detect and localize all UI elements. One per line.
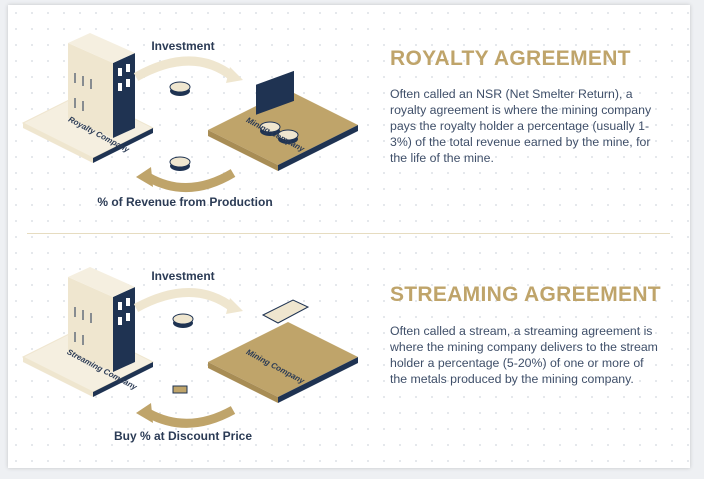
streaming-title: STREAMING AGREEMENT — [390, 283, 661, 306]
royalty-title: ROYALTY AGREEMENT — [390, 47, 631, 70]
infographic-card: Investment Royalty Company Mining Compan… — [8, 5, 690, 468]
discount-label: Buy % at Discount Price — [113, 429, 253, 443]
royalty-description: Often called an NSR (Net Smelter Return)… — [390, 87, 652, 165]
investment-label-2: Investment — [151, 269, 215, 283]
streaming-description: Often called a stream, a streaming agree… — [390, 324, 658, 386]
revenue-label: % of Revenue from Production — [97, 195, 273, 209]
section-divider — [27, 233, 670, 234]
illustrations — [22, 32, 358, 428]
investment-label: Investment — [151, 39, 215, 53]
